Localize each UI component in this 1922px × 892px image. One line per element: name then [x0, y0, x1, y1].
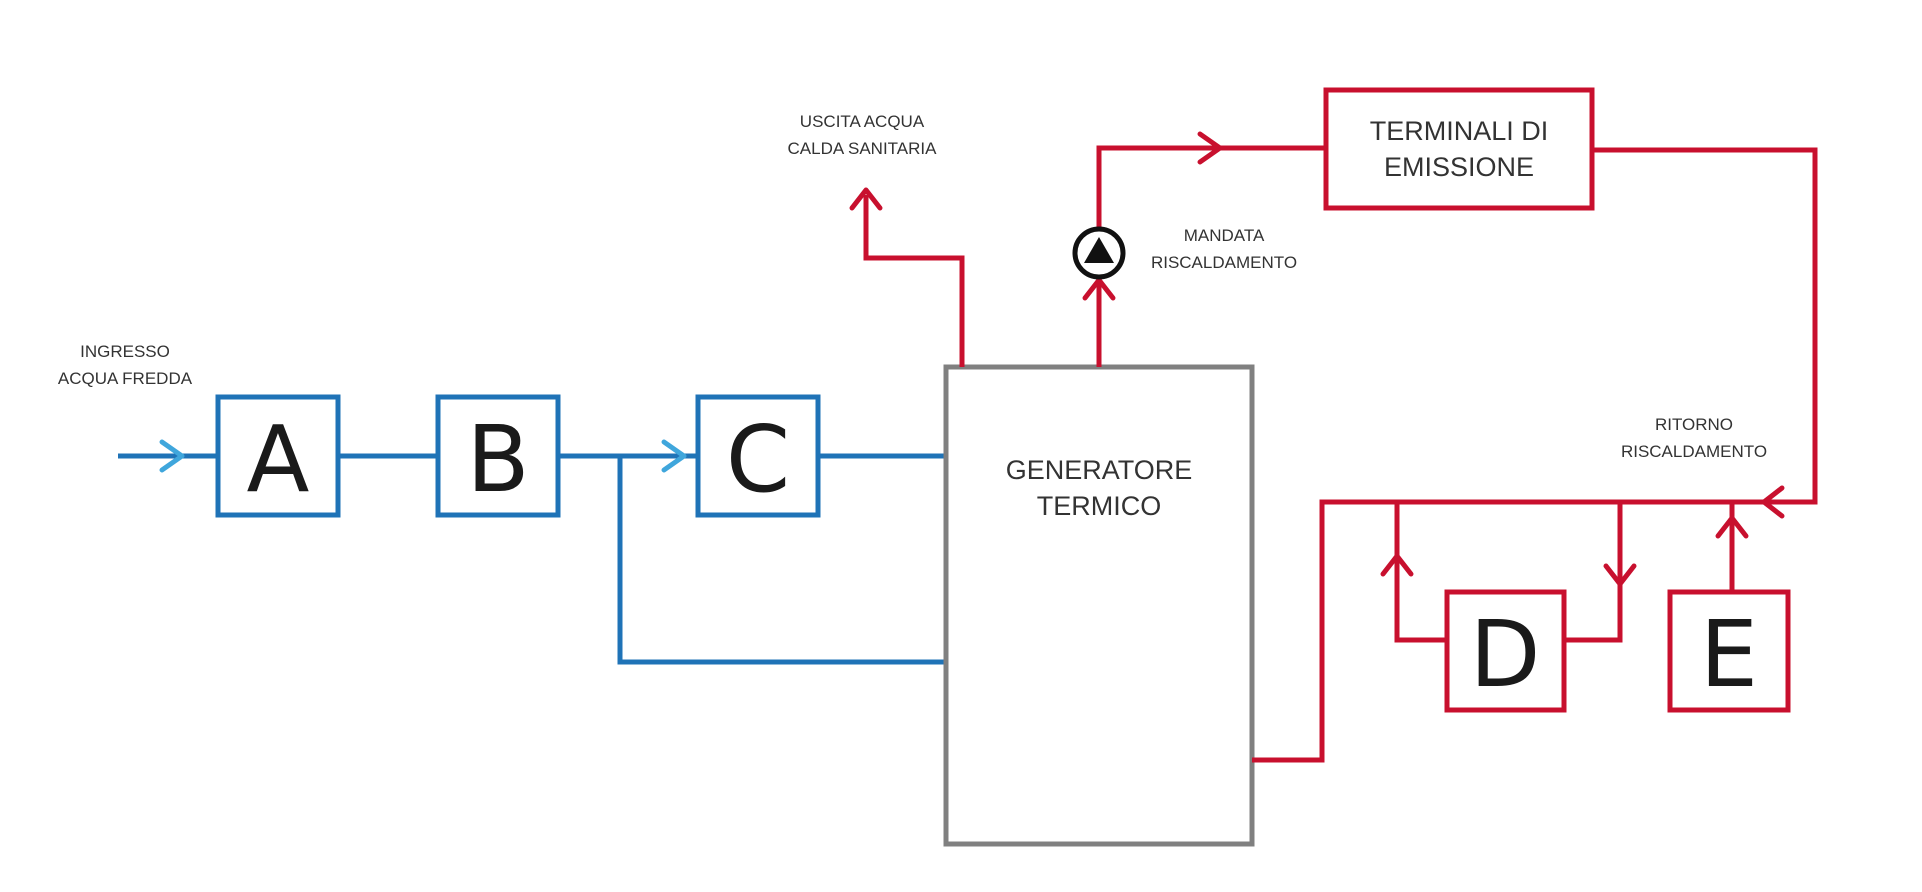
generator-label-line2: TERMICO — [1037, 491, 1162, 521]
box-e — [1667, 589, 1791, 713]
mandata-label-line2: RISCALDAMENTO — [1151, 253, 1297, 272]
terminali-label-line1: TERMINALI DI — [1370, 116, 1549, 146]
box-c-letter: C — [726, 406, 790, 513]
circulation-pump-icon — [1072, 226, 1126, 280]
generator-label-line1: GENERATORE — [1006, 455, 1193, 485]
box-a — [215, 394, 341, 518]
supply-right-arrow-icon — [1197, 131, 1223, 165]
box-c — [695, 394, 821, 518]
ingresso-label-line2: ACQUA FREDDA — [58, 369, 193, 388]
hot-arrows — [849, 131, 1785, 587]
box-d — [1444, 589, 1567, 713]
box-d-letter: D — [1470, 601, 1541, 708]
supply-up-arrow-icon — [1082, 277, 1116, 301]
generator-box — [943, 364, 1255, 847]
uscita-label-line2: CALDA SANITARIA — [788, 139, 938, 158]
supply-pipe-upper — [1096, 145, 1326, 230]
ritorno-label-line2: RISCALDAMENTO — [1621, 442, 1767, 461]
cold-arrows — [159, 439, 687, 473]
d-down-arrow-icon — [1603, 563, 1637, 587]
d-left-branch — [1394, 502, 1447, 643]
box-a-letter: A — [247, 406, 310, 513]
ritorno-label-line1: RITORNO — [1655, 415, 1733, 434]
hot-water-circuit — [863, 87, 1818, 763]
c-inlet-arrow-icon — [661, 439, 687, 473]
box-b — [435, 394, 561, 518]
e-up-arrow-icon — [1715, 515, 1749, 539]
ingresso-label-line1: INGRESSO — [80, 342, 170, 361]
box-b-letter: B — [466, 406, 529, 513]
return-pipe — [1252, 147, 1818, 763]
bypass-pipe — [617, 456, 946, 665]
cold-water-circuit — [118, 394, 946, 665]
dhw-outlet-pipe — [863, 195, 965, 367]
d-up-arrow-icon — [1380, 553, 1414, 577]
d-right-branch — [1564, 502, 1623, 643]
terminali-label-line2: EMISSIONE — [1384, 152, 1534, 182]
terminali-box — [1323, 87, 1595, 211]
inlet-arrow-icon — [159, 439, 185, 473]
uscita-label-line1: USCITA ACQUA — [800, 112, 925, 131]
dhw-outlet-arrow-icon — [849, 187, 883, 211]
box-e-letter: E — [1700, 601, 1758, 708]
return-left-arrow-icon — [1761, 485, 1785, 519]
mandata-label-line1: MANDATA — [1184, 226, 1265, 245]
